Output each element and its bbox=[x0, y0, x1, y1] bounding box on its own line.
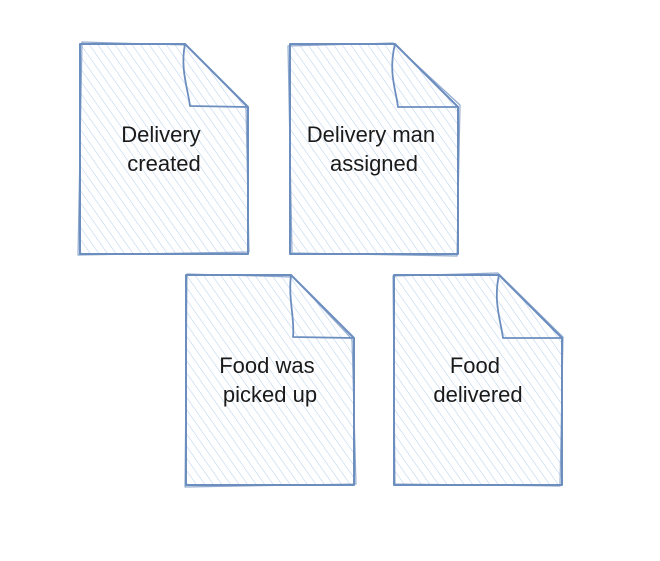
document-label-line-2: delivered bbox=[433, 382, 522, 407]
document-fold-corner bbox=[182, 43, 249, 108]
document-outline-sketch bbox=[184, 273, 357, 488]
document-label-line-2: created bbox=[127, 151, 200, 176]
document-label: Food delivered bbox=[433, 353, 522, 407]
document-delivery-man-assigned[interactable]: Delivery man assigned bbox=[287, 42, 461, 257]
document-fold-corner bbox=[391, 43, 459, 108]
document-outline-sketch bbox=[77, 41, 250, 256]
document-label-line-1: Delivery man bbox=[307, 122, 435, 147]
document-label-line-1: Food bbox=[450, 353, 500, 378]
document-food-picked-up[interactable]: Food was picked up bbox=[184, 273, 357, 488]
document-fold-corner bbox=[289, 274, 355, 339]
document-label-line-2: picked up bbox=[223, 382, 317, 407]
document-label-line-1: Food was bbox=[219, 353, 314, 378]
document-label-line-2: assigned bbox=[330, 151, 418, 176]
document-body bbox=[394, 275, 562, 485]
document-food-delivered[interactable]: Food delivered bbox=[392, 272, 564, 487]
document-label: Delivery created bbox=[121, 122, 207, 176]
document-body bbox=[186, 275, 354, 485]
document-label: Food was picked up bbox=[219, 353, 321, 407]
document-outline-sketch bbox=[287, 42, 461, 257]
document-label-line-1: Delivery bbox=[121, 122, 200, 147]
document-delivery-created[interactable]: Delivery created bbox=[77, 41, 250, 256]
document-label: Delivery man assigned bbox=[307, 122, 442, 176]
document-body bbox=[290, 44, 458, 254]
document-body bbox=[80, 44, 248, 254]
document-outline-sketch bbox=[392, 272, 564, 487]
document-fold-corner bbox=[495, 274, 563, 339]
